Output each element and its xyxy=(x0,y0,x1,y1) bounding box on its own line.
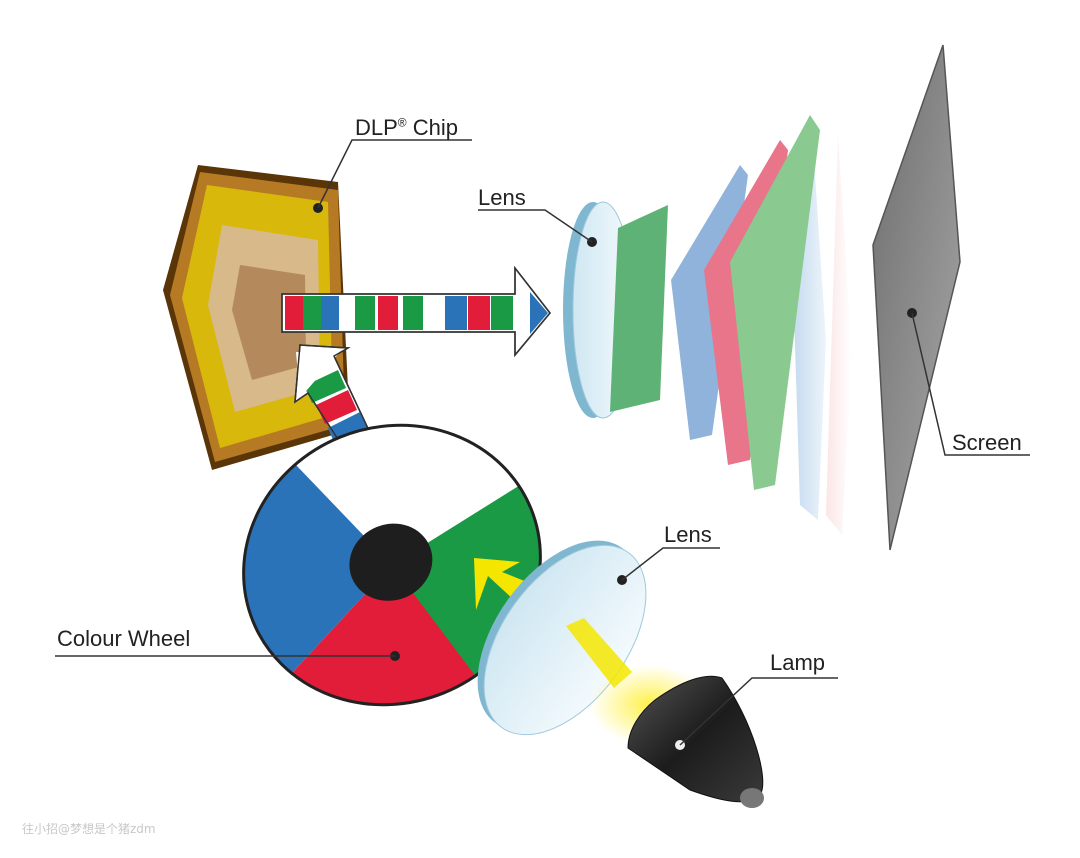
dlp-chip-leader-line xyxy=(317,139,472,209)
screen-label: Screen xyxy=(952,430,1022,455)
bottom-lens-label: Lens xyxy=(664,522,712,547)
colour-wheel-label: Colour Wheel xyxy=(57,626,191,651)
screen-panel xyxy=(872,44,961,551)
lamp-base xyxy=(740,788,764,808)
dlp-chip-label: DLP® Chip xyxy=(355,115,458,140)
top-lens-leader-line xyxy=(478,209,593,243)
lamp-leader-line xyxy=(679,677,838,746)
lamp-label: Lamp xyxy=(770,650,826,675)
projection-plane-faded-pink xyxy=(826,135,852,535)
top-lens-green-filter xyxy=(610,205,668,412)
yellow-input-arrow xyxy=(474,558,532,610)
bottom-lens-leader-line xyxy=(621,547,720,581)
wheel-hub xyxy=(349,523,433,601)
output-beam-arrow xyxy=(281,265,551,358)
watermark: 往小招@梦想是个猪zdm xyxy=(22,822,156,836)
screen-leader-line xyxy=(911,312,1030,456)
input-beam-arrow xyxy=(294,344,373,451)
lamp-body xyxy=(627,675,764,803)
top-lens-label: Lens xyxy=(478,185,526,210)
lamp-light-beam xyxy=(566,618,632,688)
projection-plane-green xyxy=(730,115,820,490)
